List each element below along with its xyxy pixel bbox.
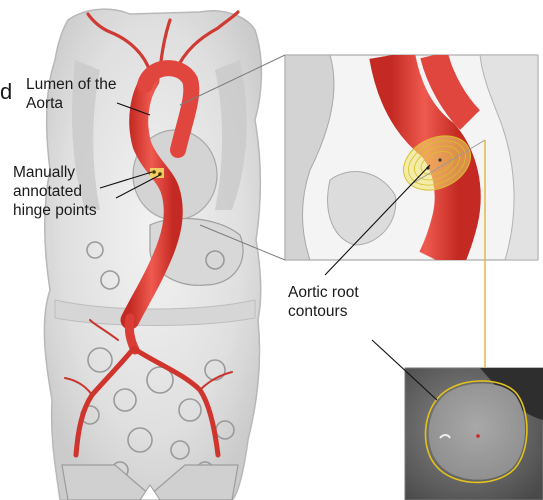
lumen-label-line2: Aorta (26, 94, 116, 113)
hinge-label-line2: annotated (13, 182, 97, 201)
fragment-letter: d (0, 80, 12, 104)
ct-center-point (476, 434, 480, 438)
root-label-line1: Aortic root (288, 283, 359, 302)
lumen-label: Lumen of the Aorta (26, 75, 116, 113)
ct-inset (405, 368, 543, 500)
hinge-label-line1: Manually (13, 163, 97, 182)
lumen-label-line1: Lumen of the (26, 75, 116, 94)
ct-lumen (429, 384, 525, 480)
root-label-line2: contours (288, 302, 359, 321)
root-label: Aortic root contours (288, 283, 359, 321)
hinge-label-line3: hinge points (13, 201, 97, 220)
zoom-panel (285, 55, 538, 262)
hinge-label: Manually annotated hinge points (13, 163, 97, 220)
hinge-point-1 (152, 170, 156, 174)
